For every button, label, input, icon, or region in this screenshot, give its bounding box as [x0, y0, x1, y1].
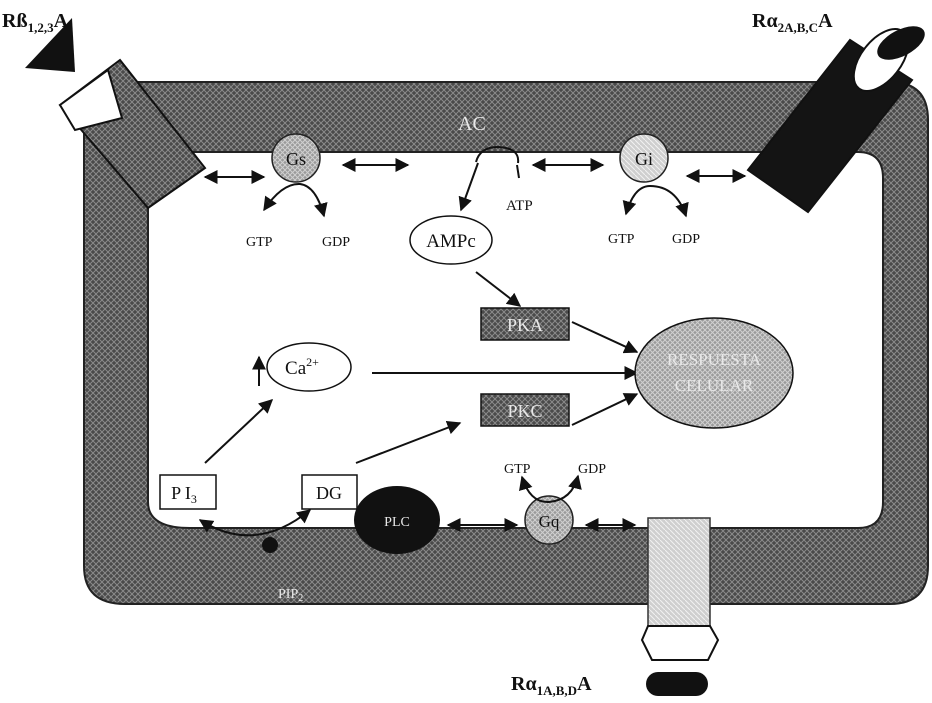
ampc-label: AMPc	[426, 231, 476, 252]
atp-label: ATP	[506, 198, 533, 214]
gtp-label-gs: GTP	[246, 235, 273, 250]
response-line1: RESPUESTA	[667, 350, 762, 369]
cellular-response-node: RESPUESTA CELULAR	[635, 318, 793, 428]
gdp-label-gs: GDP	[322, 235, 350, 250]
alpha1-receptor	[642, 518, 718, 660]
gs-protein: Gs	[272, 134, 320, 182]
gdp-label-gq: GDP	[578, 462, 606, 477]
ampc-node: AMPc	[410, 216, 492, 264]
pkc-node: PKC	[481, 394, 569, 426]
phospholipase-c: PLC	[354, 486, 440, 554]
gq-protein: Gq	[525, 496, 573, 544]
alpha1-agonist-pill	[646, 672, 708, 696]
gdp-label-gi: GDP	[672, 232, 700, 247]
response-line2: CELULAR	[675, 376, 754, 395]
alpha2-receptor-label: Rα2A,B,CA	[752, 10, 833, 35]
gi-label: Gi	[635, 149, 653, 169]
dg-node: DG	[302, 475, 357, 509]
plc-label: PLC	[384, 515, 410, 530]
calcium-node: Ca2+	[267, 343, 351, 391]
beta-receptor-label: Rß1,2,3A	[2, 10, 69, 35]
adenylate-cyclase-label: AC	[458, 113, 486, 135]
gi-protein: Gi	[620, 134, 668, 182]
gtp-label-gi: GTP	[608, 232, 635, 247]
dg-label: DG	[316, 483, 342, 503]
gs-label: Gs	[286, 149, 306, 169]
gq-label: Gq	[539, 512, 560, 531]
pka-node: PKA	[481, 308, 569, 340]
gtp-label-gq: GTP	[504, 462, 531, 477]
pi3-node: P I3	[160, 475, 216, 509]
pka-label: PKA	[507, 315, 543, 335]
pkc-label: PKC	[507, 401, 542, 421]
alpha1-receptor-label: Rα1A,B,DA	[511, 673, 592, 698]
